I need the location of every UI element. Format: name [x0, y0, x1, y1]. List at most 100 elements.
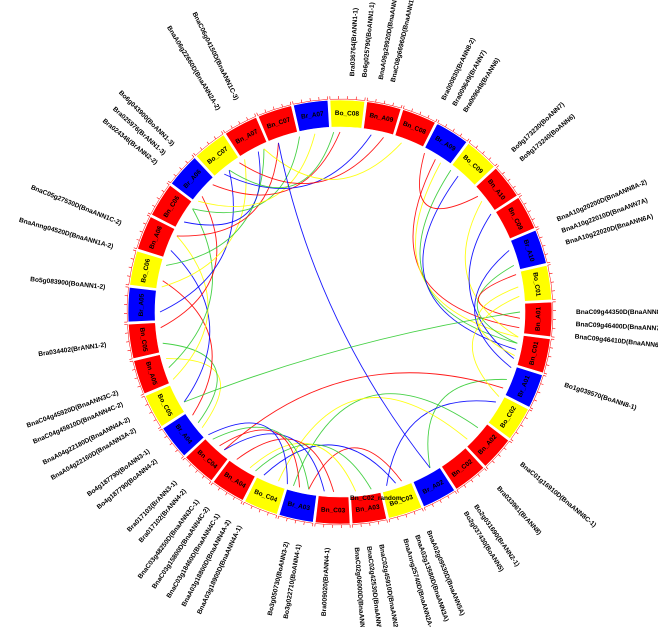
- scale-arc: [244, 502, 277, 516]
- chromosome-label: Br_A03: [287, 501, 311, 513]
- scale-tick: [454, 491, 457, 494]
- scale-tick: [146, 214, 150, 217]
- scale-tick: [139, 230, 143, 233]
- scale-tick: [164, 435, 168, 439]
- chromosome-label: Bn_C01: [528, 340, 540, 366]
- chromosome-segment: [257, 105, 298, 142]
- scale-tick: [375, 99, 377, 103]
- scale-tick: [421, 508, 424, 512]
- scale-arc: [388, 508, 423, 520]
- synteny-link: [477, 274, 520, 319]
- scale-tick: [510, 439, 514, 442]
- scale-arc: [212, 482, 243, 502]
- scale-tick: [133, 249, 137, 252]
- scale-tick: [250, 505, 253, 509]
- synteny-link: [168, 208, 213, 368]
- scale-arc: [456, 468, 485, 491]
- scale-tick: [272, 106, 275, 110]
- gene-label: Bra034402(BrANN1-2): [38, 342, 107, 358]
- scale-tick: [539, 236, 543, 239]
- synteny-link: [170, 250, 211, 403]
- scale-tick: [149, 411, 153, 414]
- scale-arc: [367, 100, 402, 109]
- synteny-link: [278, 397, 468, 482]
- chromosome-label: Br_A07: [301, 111, 325, 121]
- gene-label: Bra009020(BrANN4-1): [321, 548, 332, 617]
- chromosome-segment: [185, 438, 229, 482]
- scale-arc: [136, 216, 150, 249]
- scale-tick: [232, 496, 235, 500]
- chromosome-segment: [520, 265, 552, 302]
- scale-tick: [195, 470, 198, 473]
- scale-tick: [147, 212, 151, 215]
- scale-tick: [530, 407, 534, 410]
- scale-tick: [281, 103, 283, 107]
- scale-tick: [423, 507, 426, 511]
- scale-tick: [246, 117, 249, 121]
- gene-label: BnaC06g04150D(BnaANN1C-3): [191, 11, 240, 101]
- scale-tick: [411, 108, 413, 112]
- gene-label: Bra036764(BrANN1-1): [349, 8, 360, 77]
- scale-tick: [452, 128, 455, 132]
- scale-tick: [488, 157, 492, 160]
- scale-tick: [496, 165, 499, 168]
- scale-tick: [502, 171, 505, 175]
- chromosome-label: Bn_A09: [369, 112, 395, 124]
- scale-tick: [512, 185, 516, 189]
- scale-tick: [223, 130, 226, 133]
- chromosome-segment: [162, 413, 205, 457]
- gene-label: Bra033961(BrANN8): [495, 485, 542, 536]
- scale-tick: [485, 466, 489, 470]
- scale-tick: [475, 145, 479, 149]
- synteny-link: [223, 372, 504, 451]
- scale-arc: [293, 99, 328, 105]
- scale-tick: [537, 391, 541, 394]
- scale-tick: [540, 383, 544, 385]
- scale-tick: [531, 218, 535, 221]
- scale-arc: [132, 360, 144, 395]
- synteny-link: [160, 196, 218, 329]
- synteny-link: [224, 134, 372, 189]
- scale-tick: [286, 518, 288, 522]
- scale-tick: [127, 275, 131, 277]
- scale-tick: [156, 197, 160, 200]
- synteny-link: [277, 142, 431, 469]
- scale-tick: [542, 244, 546, 247]
- synteny-link: [161, 159, 247, 288]
- link-layer: [159, 131, 521, 493]
- gene-labels: Bra036764(BrANN1-1)Bo6g025790(BoANN1-1) B…: [18, 0, 658, 627]
- chromosome-segment: [350, 492, 387, 524]
- synteny-link: [263, 444, 396, 484]
- chromosome-segment: [314, 495, 351, 525]
- scale-arc: [144, 396, 161, 428]
- scale-tick: [238, 121, 241, 125]
- scale-arc: [126, 287, 129, 323]
- synteny-link: [198, 133, 316, 207]
- synteny-link: [162, 342, 218, 424]
- scale-tick: [254, 113, 257, 117]
- scale-tick: [240, 501, 243, 505]
- chromosome-segment: [510, 229, 547, 270]
- scale-tick: [388, 519, 390, 523]
- scale-tick: [413, 511, 416, 515]
- chromosome-segment: [195, 134, 239, 177]
- scale-tick: [221, 131, 224, 135]
- gene-label: Bo6g025790(BoANN1-1): [361, 2, 376, 78]
- scale-tick: [130, 258, 134, 260]
- scale-tick: [294, 520, 297, 524]
- scale-tick: [208, 481, 212, 485]
- scale-tick: [267, 512, 269, 516]
- chromosome-segment: [466, 423, 510, 467]
- scale-tick: [127, 349, 131, 352]
- synteny-link: [212, 426, 310, 490]
- scale-tick: [549, 347, 553, 349]
- scale-tick: [193, 153, 196, 156]
- scale-tick: [181, 456, 184, 459]
- synteny-link: [176, 142, 279, 237]
- chromosome-label: Bn_A03: [355, 504, 380, 514]
- scale-tick: [377, 521, 380, 525]
- scale-arc: [485, 440, 510, 468]
- synteny-link: [236, 438, 335, 493]
- synteny-link: [162, 280, 213, 416]
